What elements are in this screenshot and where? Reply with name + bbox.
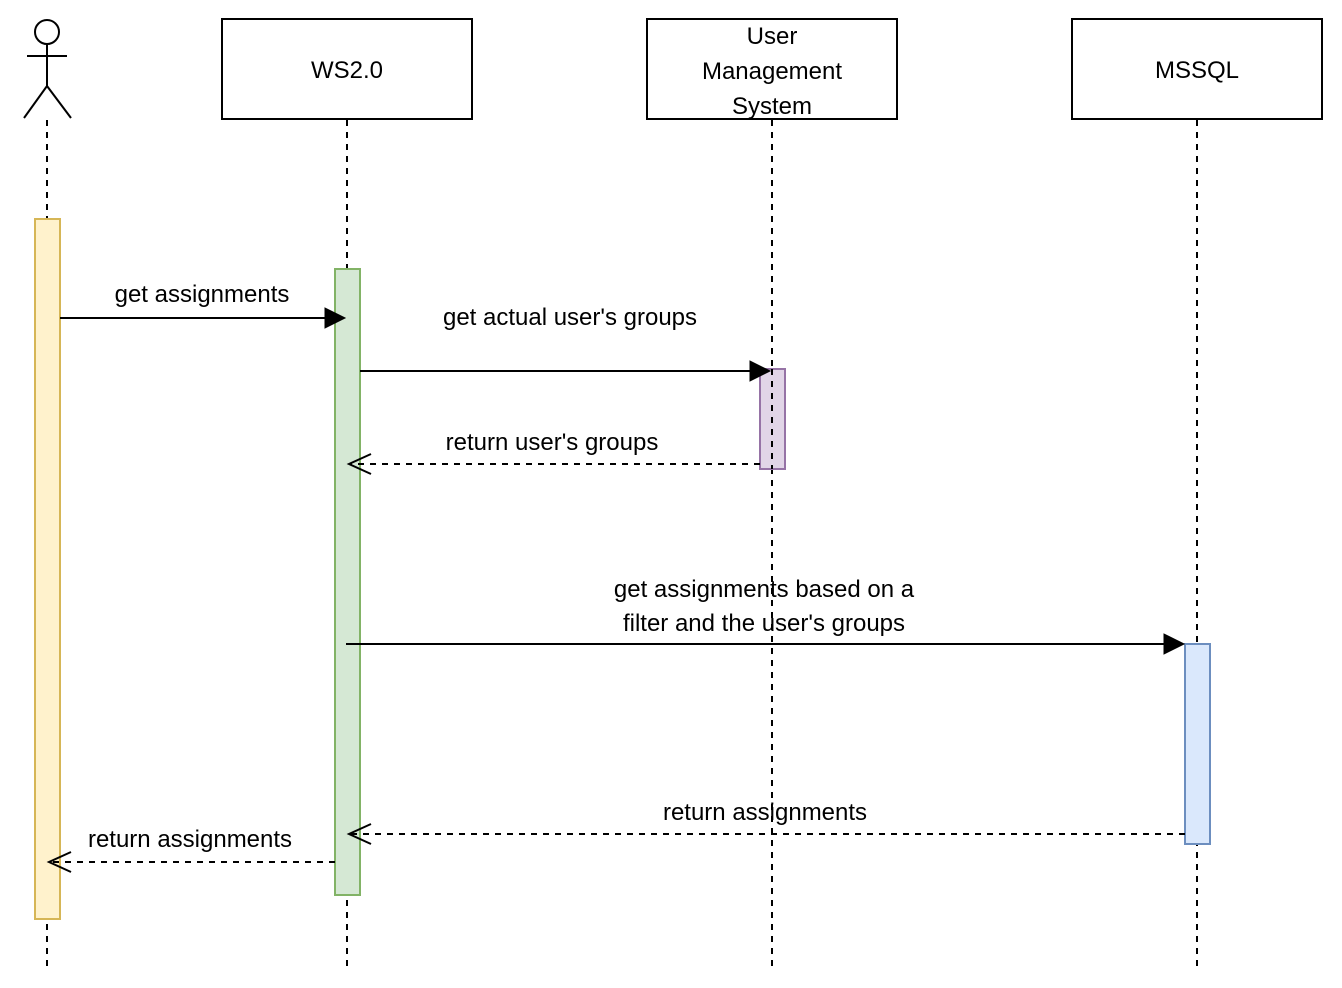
message-get-assignments-label: get assignments (115, 281, 290, 308)
arrowhead-filled-icon (749, 360, 772, 382)
message-get-user-groups-label: get actual user's groups (443, 304, 697, 331)
mssql-activation-bar (1184, 643, 1211, 845)
participant-ws: WS2.0 (221, 18, 473, 120)
message-return-assignments-db: return assignments (346, 799, 1185, 845)
arrowhead-open-icon (346, 823, 372, 845)
message-return-user-groups-label: return user's groups (446, 429, 659, 456)
user-activation-bar (34, 218, 61, 920)
message-get-user-groups: get actual user's groups (360, 304, 772, 382)
message-return-assignments-db-label: return assignments (663, 799, 867, 826)
message-return-user-groups: return user's groups (346, 429, 760, 475)
participant-mssql-label: MSSQL (1155, 57, 1239, 84)
participant-ws-label: WS2.0 (311, 57, 383, 84)
ws-activation-bar (334, 268, 361, 896)
arrowhead-open-icon (46, 851, 72, 873)
arrowhead-filled-icon (324, 307, 347, 329)
arrowhead-open-icon (346, 453, 372, 475)
participant-mssql: MSSQL (1071, 18, 1323, 120)
message-return-assignments-user: return assignments (46, 826, 335, 873)
arrowhead-filled-icon (1163, 633, 1186, 655)
user-actor-icon (23, 19, 72, 119)
message-get-assignments: get assignments (60, 281, 347, 329)
message-return-assignments-user-label: return assignments (88, 826, 292, 853)
